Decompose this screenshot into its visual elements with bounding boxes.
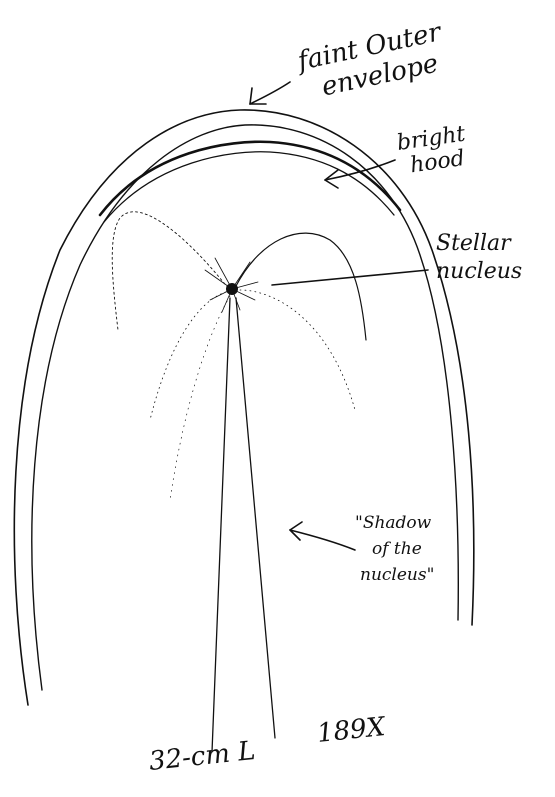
left-jet-spray-3 bbox=[170, 296, 230, 500]
label-bright-hood: bright hood bbox=[395, 121, 477, 180]
label-outer-envelope: faint Outer envelope bbox=[293, 16, 458, 107]
label-shadow-of-nucleus: "Shadow of the nucleus" bbox=[355, 513, 437, 585]
right-jet-spray-2 bbox=[240, 290, 355, 410]
right-jet-spray bbox=[236, 233, 366, 340]
arrow-to-shadow bbox=[290, 522, 355, 550]
shadow-line-right bbox=[236, 298, 275, 738]
shadow-line-left bbox=[212, 298, 230, 752]
caption-instrument: 32-cm L bbox=[148, 736, 257, 777]
pointer-to-nucleus bbox=[272, 270, 428, 285]
arrow-to-envelope bbox=[250, 82, 290, 104]
bright-hood-arc-inner bbox=[104, 152, 394, 222]
bright-hood-arc bbox=[100, 142, 400, 215]
left-jet-spray bbox=[112, 212, 228, 330]
outer-envelope-outline bbox=[14, 110, 473, 705]
caption-magnification: 189X bbox=[316, 712, 388, 749]
left-jet-spray-2 bbox=[150, 292, 226, 420]
label-stellar-nucleus: Stellar nucleus bbox=[436, 231, 522, 284]
